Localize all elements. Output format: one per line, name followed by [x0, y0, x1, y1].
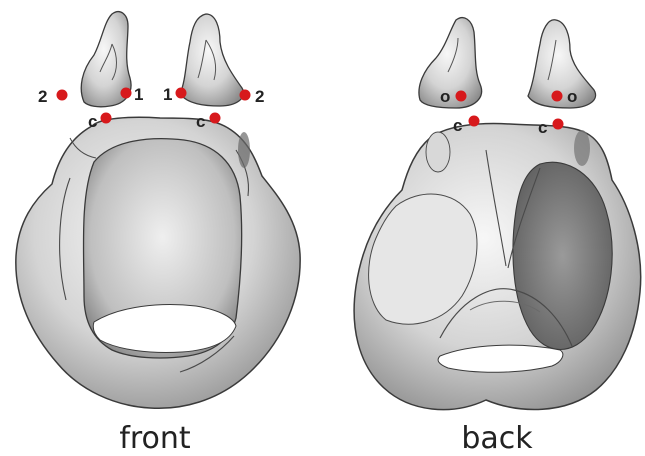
back-point-c-left	[469, 116, 480, 127]
back-label-c-left: c	[453, 116, 462, 135]
front-label-2-left: 2	[38, 87, 47, 106]
front-point-2-right	[240, 90, 251, 101]
back-view	[354, 18, 641, 410]
front-right-ossicle	[180, 14, 244, 106]
front-label-1-left: 1	[134, 85, 143, 104]
back-point-o-left	[456, 91, 467, 102]
back-point-o-right	[552, 91, 563, 102]
front-view	[16, 12, 300, 409]
front-label-c-left: c	[88, 112, 97, 131]
back-label-c-right: c	[538, 118, 547, 137]
front-point-2-left	[57, 90, 68, 101]
front-label-1-right: 1	[163, 85, 172, 104]
back-point-c-right	[553, 119, 564, 130]
front-label-c-right: c	[196, 112, 205, 131]
front-point-c-right	[210, 113, 221, 124]
back-label-o-right: o	[567, 87, 577, 106]
front-label-2-right: 2	[255, 87, 264, 106]
front-point-c-left	[101, 113, 112, 124]
back-caption: back	[461, 421, 533, 456]
front-caption: front	[119, 421, 191, 456]
back-right-shadow	[513, 162, 612, 349]
front-point-1-right	[176, 88, 187, 99]
back-label-o-left: o	[440, 87, 450, 106]
front-point-1-left	[121, 88, 132, 99]
